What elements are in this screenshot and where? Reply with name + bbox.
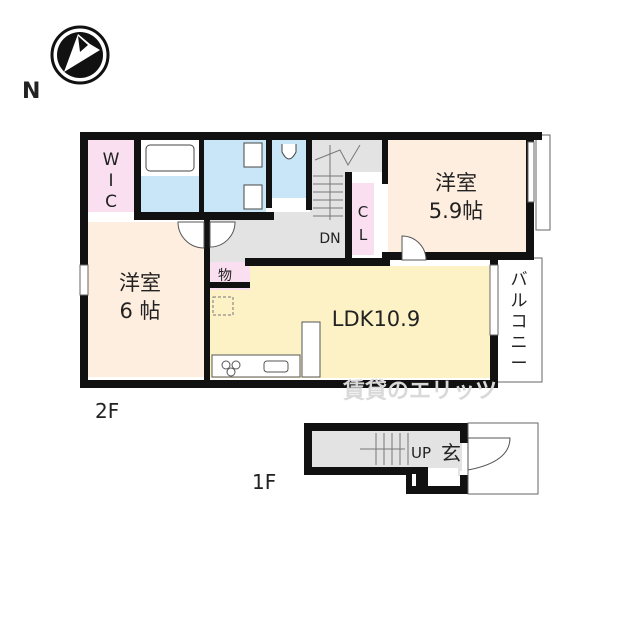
western-6-size: 6 帖 — [119, 299, 160, 323]
room-western-5-9 — [388, 140, 526, 252]
walls-1f — [304, 423, 468, 494]
wic-label-c: C — [105, 192, 117, 212]
western-6-name: 洋室 — [119, 271, 161, 295]
floor-2f: W I C DN C L 洋室 5.9帖 洋室 6 帖 物 LDK10.9 バ … — [79, 132, 551, 423]
room-balcony — [495, 257, 543, 383]
fridge-space — [212, 296, 234, 316]
wic-label-i: I — [108, 171, 113, 191]
room-wic — [88, 140, 134, 212]
stove-icon — [221, 360, 241, 377]
compass: N — [22, 25, 110, 104]
wic-label-w: W — [103, 150, 120, 170]
ldk-label: LDK10.9 — [332, 307, 420, 331]
floor-label-2f: 2F — [95, 399, 119, 423]
stairs-up-label: UP — [411, 444, 431, 462]
balcony-label-1: バ — [511, 270, 528, 290]
room-labels-2f: W I C DN C L 洋室 5.9帖 洋室 6 帖 物 LDK10.9 バ … — [103, 150, 528, 374]
balcony-label-2: ル — [511, 291, 528, 311]
western-5-9-size: 5.9帖 — [429, 199, 483, 223]
entrance-door — [467, 437, 511, 471]
floor-1f: UP 玄 1F — [252, 422, 539, 495]
room-western-6 — [88, 222, 206, 377]
hall-dn-label: DN — [319, 231, 340, 247]
doors-2f — [177, 221, 427, 261]
storage-label: 物 — [218, 268, 232, 284]
sink-icon — [263, 360, 289, 373]
balcony-label-4: ニ — [511, 333, 528, 353]
stairs-2f — [313, 144, 361, 220]
entrance-label: 玄 — [441, 441, 461, 465]
balcony-label-3: コ — [511, 312, 528, 332]
western-5-9-name: 洋室 — [435, 171, 477, 195]
stairs-1f — [360, 433, 409, 465]
watermark: 賃貸のエリッツ — [342, 378, 497, 404]
floor-label-1f: 1F — [252, 470, 276, 494]
closet-label-c: C — [358, 203, 368, 221]
compass-arrow-icon — [50, 25, 110, 85]
room-closet — [352, 183, 374, 255]
north-label: N — [22, 79, 40, 104]
closet-label-l: L — [359, 226, 368, 244]
balcony-label-5: ー — [511, 354, 528, 374]
